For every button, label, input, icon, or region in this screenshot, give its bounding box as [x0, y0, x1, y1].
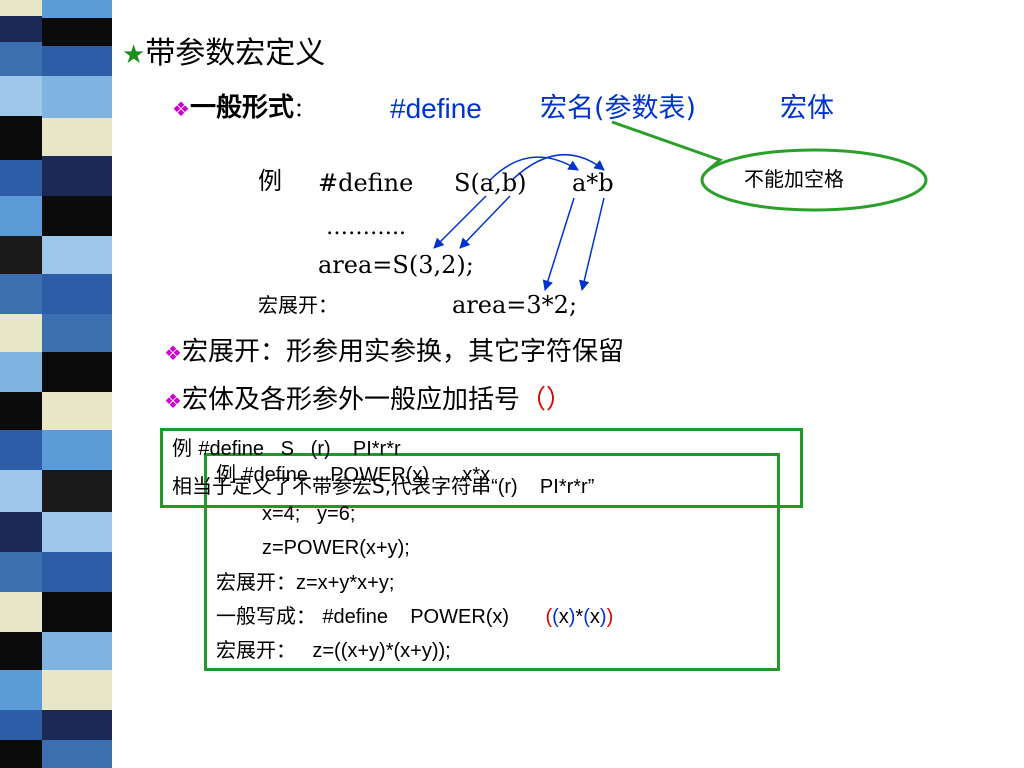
diamond-bullet-icon: ❖: [172, 97, 190, 121]
box2-line5: 一般写成： #define POWER(x) ((x)*(x)): [216, 604, 613, 629]
diamond-bullet-icon: ❖: [164, 389, 182, 413]
example1-macro-body: a*b: [572, 169, 614, 197]
expr-paren-close-2: ): [599, 606, 607, 628]
example1-dots: ………..: [326, 215, 406, 240]
bullet-text: 宏体及各形参外一般应加括号: [181, 385, 520, 415]
general-form-sep: ：: [293, 97, 314, 121]
box1-explanation: 相当于定义了不带参宏S,代表字符串: [172, 474, 492, 498]
bullet-paren: （）: [519, 385, 572, 415]
example1-expand-label: 宏展开：: [258, 293, 338, 317]
macro-name-params: 宏名(参数表): [540, 93, 697, 124]
example1-macro-sig: S(a,b): [454, 169, 527, 197]
arrow-body-b-to-result: [579, 197, 605, 292]
box1-example-label: 例: [172, 436, 192, 460]
box2-line2: x=4; y=6;: [262, 503, 356, 525]
title-text: 带参数宏定义: [145, 36, 326, 71]
expr-x-2: x: [589, 606, 600, 628]
example-box-s: [160, 428, 803, 508]
expr-paren-close: ): [568, 606, 576, 628]
box2-general-expr: ((x)*(x)): [545, 606, 613, 628]
bullet-item-1: ❖宏展开：形参用实参换，其它字符保留: [164, 336, 624, 369]
sidebar-strip-right: [42, 0, 112, 768]
box2-final-code: z=((x+y)*(x+y));: [312, 640, 451, 662]
example1-expanded: area=3*2;: [452, 291, 578, 319]
box2-general-label: 一般写成：: [216, 604, 316, 628]
arrow-b-to-arg2: [459, 195, 511, 249]
expr-paren-close-outer: ): [606, 606, 614, 628]
box2-general-code: #define POWER(x): [322, 606, 510, 628]
example-box-power: [204, 453, 780, 671]
box2-example-label: 例: [216, 462, 236, 486]
arrow-body-a-to-result: [542, 197, 575, 292]
example1-define: #define: [318, 169, 414, 197]
sidebar-strip-left: [0, 0, 42, 768]
arrow-b-to-body: [511, 153, 605, 181]
general-form-line: ❖一般形式：: [172, 92, 314, 125]
bullet-item-2: ❖宏体及各形参外一般应加括号（）: [164, 384, 572, 417]
box2-line6: 宏展开： z=((x+y)*(x+y));: [216, 638, 451, 663]
box2-line4: 宏展开：z=x+y*x+y;: [216, 570, 394, 595]
callout-text: 不能加空格: [744, 167, 844, 191]
box2-expand-code: z=x+y*x+y;: [296, 572, 395, 594]
box2-define-code: #define POWER(x) x*x: [242, 464, 491, 486]
expr-times: *: [575, 606, 584, 628]
box2-line1: 例 #define POWER(x) x*x: [216, 462, 490, 487]
box1-string: “(r) PI*r*r”: [491, 476, 595, 498]
decorative-sidebar: [0, 0, 112, 768]
slide-title: ★带参数宏定义: [122, 36, 325, 73]
expr-paren-open-2: (: [583, 606, 590, 628]
arrow-a-to-body: [489, 156, 579, 181]
box2-expand-label: 宏展开：: [216, 570, 296, 594]
box2-final-label: 宏展开：: [216, 638, 296, 662]
box1-define-code: #define S (r) PI*r*r: [198, 438, 401, 460]
star-icon: ★: [122, 40, 146, 70]
diamond-bullet-icon: ❖: [164, 341, 182, 365]
expr-paren-open: (: [552, 606, 559, 628]
box1-line1: 例 #define S (r) PI*r*r: [172, 436, 401, 461]
bullet-text: 宏展开：形参用实参换，其它字符保留: [181, 337, 624, 367]
arrow-a-to-arg3: [433, 195, 487, 249]
box2-line3: z=POWER(x+y);: [262, 537, 410, 559]
box1-line2: 相当于定义了不带参宏S,代表字符串“(r) PI*r*r”: [172, 474, 594, 499]
example1-label: 例: [258, 167, 282, 195]
callout-ellipse: [700, 148, 928, 212]
expr-x: x: [558, 606, 569, 628]
define-keyword: #define: [390, 93, 482, 124]
expr-paren-open-outer: (: [545, 606, 553, 628]
macro-body-label: 宏体: [780, 93, 834, 124]
example1-usage: area=S(3,2);: [318, 251, 474, 279]
general-form-label: 一般形式: [189, 93, 294, 123]
